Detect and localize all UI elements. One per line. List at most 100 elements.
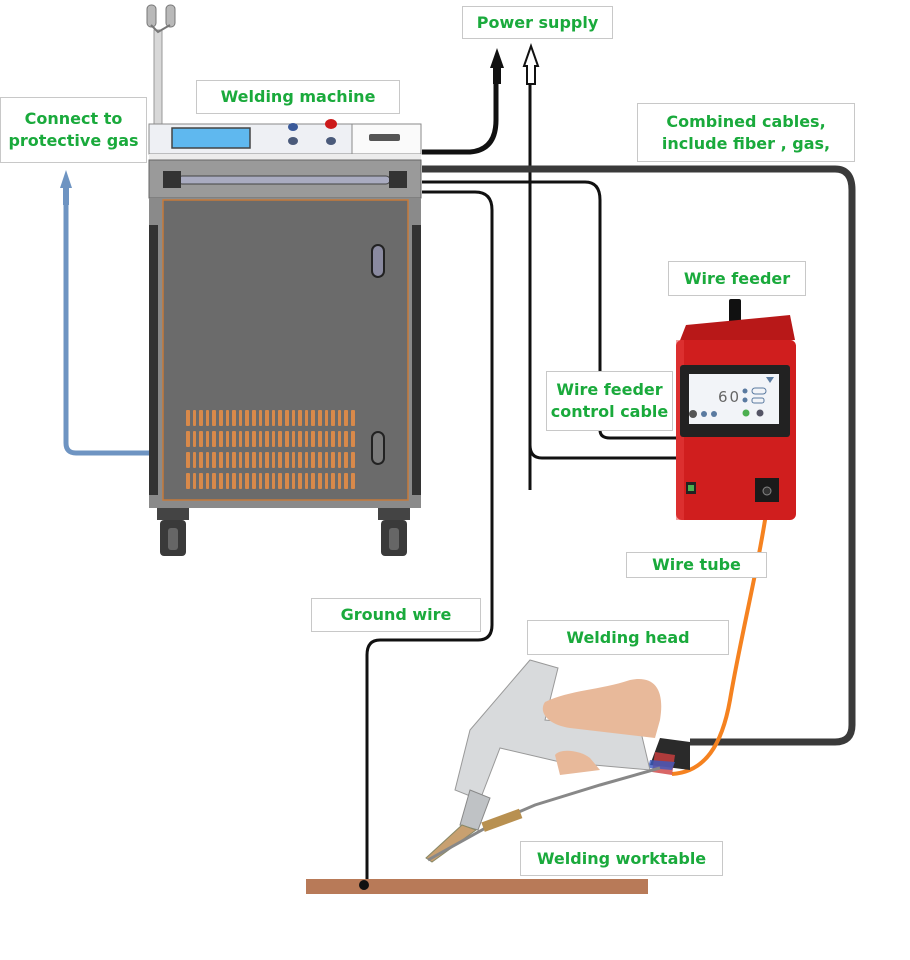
machine-knob	[288, 123, 298, 131]
vent-slot	[285, 431, 289, 447]
vent-slot	[252, 431, 256, 447]
power-arrow-filled-icon	[490, 48, 504, 84]
label-welding-worktable: Welding worktable	[520, 841, 723, 876]
vent-slot	[324, 431, 329, 447]
vent-slot	[199, 473, 203, 489]
label-power-supply: Power supply	[462, 6, 613, 39]
vent-slot	[225, 452, 230, 468]
vent-slot	[285, 473, 289, 489]
vent-slot	[205, 452, 210, 468]
vent-slot	[245, 410, 249, 426]
vent-slot	[245, 452, 249, 468]
label-combined-cables: Combined cables, include fiber , gas,	[637, 103, 855, 162]
welding-head	[425, 659, 690, 863]
welding-worktable	[306, 879, 648, 894]
vent-slot	[225, 473, 230, 489]
vent-slot	[271, 410, 276, 426]
vent-slot	[304, 473, 309, 489]
vent-slot	[225, 410, 230, 426]
vent-slot	[265, 410, 269, 426]
vent-slot	[232, 452, 236, 468]
label-ground-wire: Ground wire	[311, 598, 481, 632]
vent-slot	[351, 452, 355, 468]
vent-slot	[252, 473, 256, 489]
vent-slot	[258, 410, 263, 426]
vent-slot	[331, 410, 335, 426]
vent-slot	[311, 473, 315, 489]
vent-slot	[199, 431, 203, 447]
vent-slot	[192, 452, 197, 468]
vent-slot	[238, 431, 243, 447]
vent-slot	[337, 452, 342, 468]
vent-slot	[192, 410, 197, 426]
vent-slot	[205, 473, 210, 489]
wire-tube	[671, 499, 770, 776]
vent-slot	[212, 410, 216, 426]
vent-slot	[238, 452, 243, 468]
vent-slot	[311, 431, 315, 447]
vent-slot	[304, 452, 309, 468]
vent-slot	[291, 431, 296, 447]
vent-slot	[331, 473, 335, 489]
vent-slot	[271, 473, 276, 489]
ground-clamp-point	[359, 880, 369, 890]
vent-slot	[298, 473, 302, 489]
wire-feeder	[676, 299, 796, 520]
vent-slot	[318, 452, 322, 468]
vent-slot	[192, 473, 197, 489]
vent-slot	[245, 431, 249, 447]
vent-slot	[265, 452, 269, 468]
vent-slot	[298, 452, 302, 468]
vent-slot	[238, 410, 243, 426]
wire-feeder-screen-value: 60	[718, 388, 741, 406]
welding-machine	[146, 4, 422, 556]
ground-wire	[365, 190, 494, 885]
label-welding-machine: Welding machine	[196, 80, 400, 114]
vent-slot	[278, 410, 282, 426]
vent-slot	[318, 473, 322, 489]
vent-slot	[304, 431, 309, 447]
vent-slot	[232, 473, 236, 489]
vent-grille-slots	[186, 410, 357, 490]
vent-slot	[337, 473, 342, 489]
vent-slot	[258, 431, 263, 447]
vent-slot	[265, 431, 269, 447]
vent-slot	[205, 410, 210, 426]
vent-slot	[311, 452, 315, 468]
vent-slot	[324, 452, 329, 468]
vent-slot	[199, 410, 203, 426]
vent-slot	[351, 473, 355, 489]
vent-slot	[324, 473, 329, 489]
vent-slot	[212, 452, 216, 468]
vent-slot	[298, 431, 302, 447]
vent-slot	[212, 473, 216, 489]
vent-slot	[219, 452, 223, 468]
vent-slot	[318, 431, 322, 447]
vent-slot	[199, 452, 203, 468]
vent-slot	[331, 452, 335, 468]
vent-slot	[285, 410, 289, 426]
vent-slot	[225, 431, 230, 447]
vent-slot	[331, 431, 335, 447]
label-wire-feeder-control-cable: Wire feeder control cable	[546, 371, 673, 431]
power-supply-cables	[422, 42, 540, 490]
vent-slot	[351, 431, 355, 447]
vent-slot	[186, 410, 190, 426]
vent-slot	[258, 473, 263, 489]
protective-gas-line	[60, 170, 150, 456]
vent-slot	[252, 452, 256, 468]
vent-slot	[278, 473, 282, 489]
vent-slot	[186, 431, 190, 447]
label-wire-tube: Wire tube	[626, 552, 767, 578]
vent-slot	[192, 431, 197, 447]
vent-slot	[186, 473, 190, 489]
label-wire-feeder: Wire feeder	[668, 261, 806, 296]
vent-slot	[245, 473, 249, 489]
vent-slot	[232, 431, 236, 447]
vent-slot	[271, 431, 276, 447]
label-connect-protective-gas: Connect to protective gas	[0, 97, 147, 163]
vent-slot	[186, 452, 190, 468]
vent-slot	[232, 410, 236, 426]
vent-slot	[298, 410, 302, 426]
